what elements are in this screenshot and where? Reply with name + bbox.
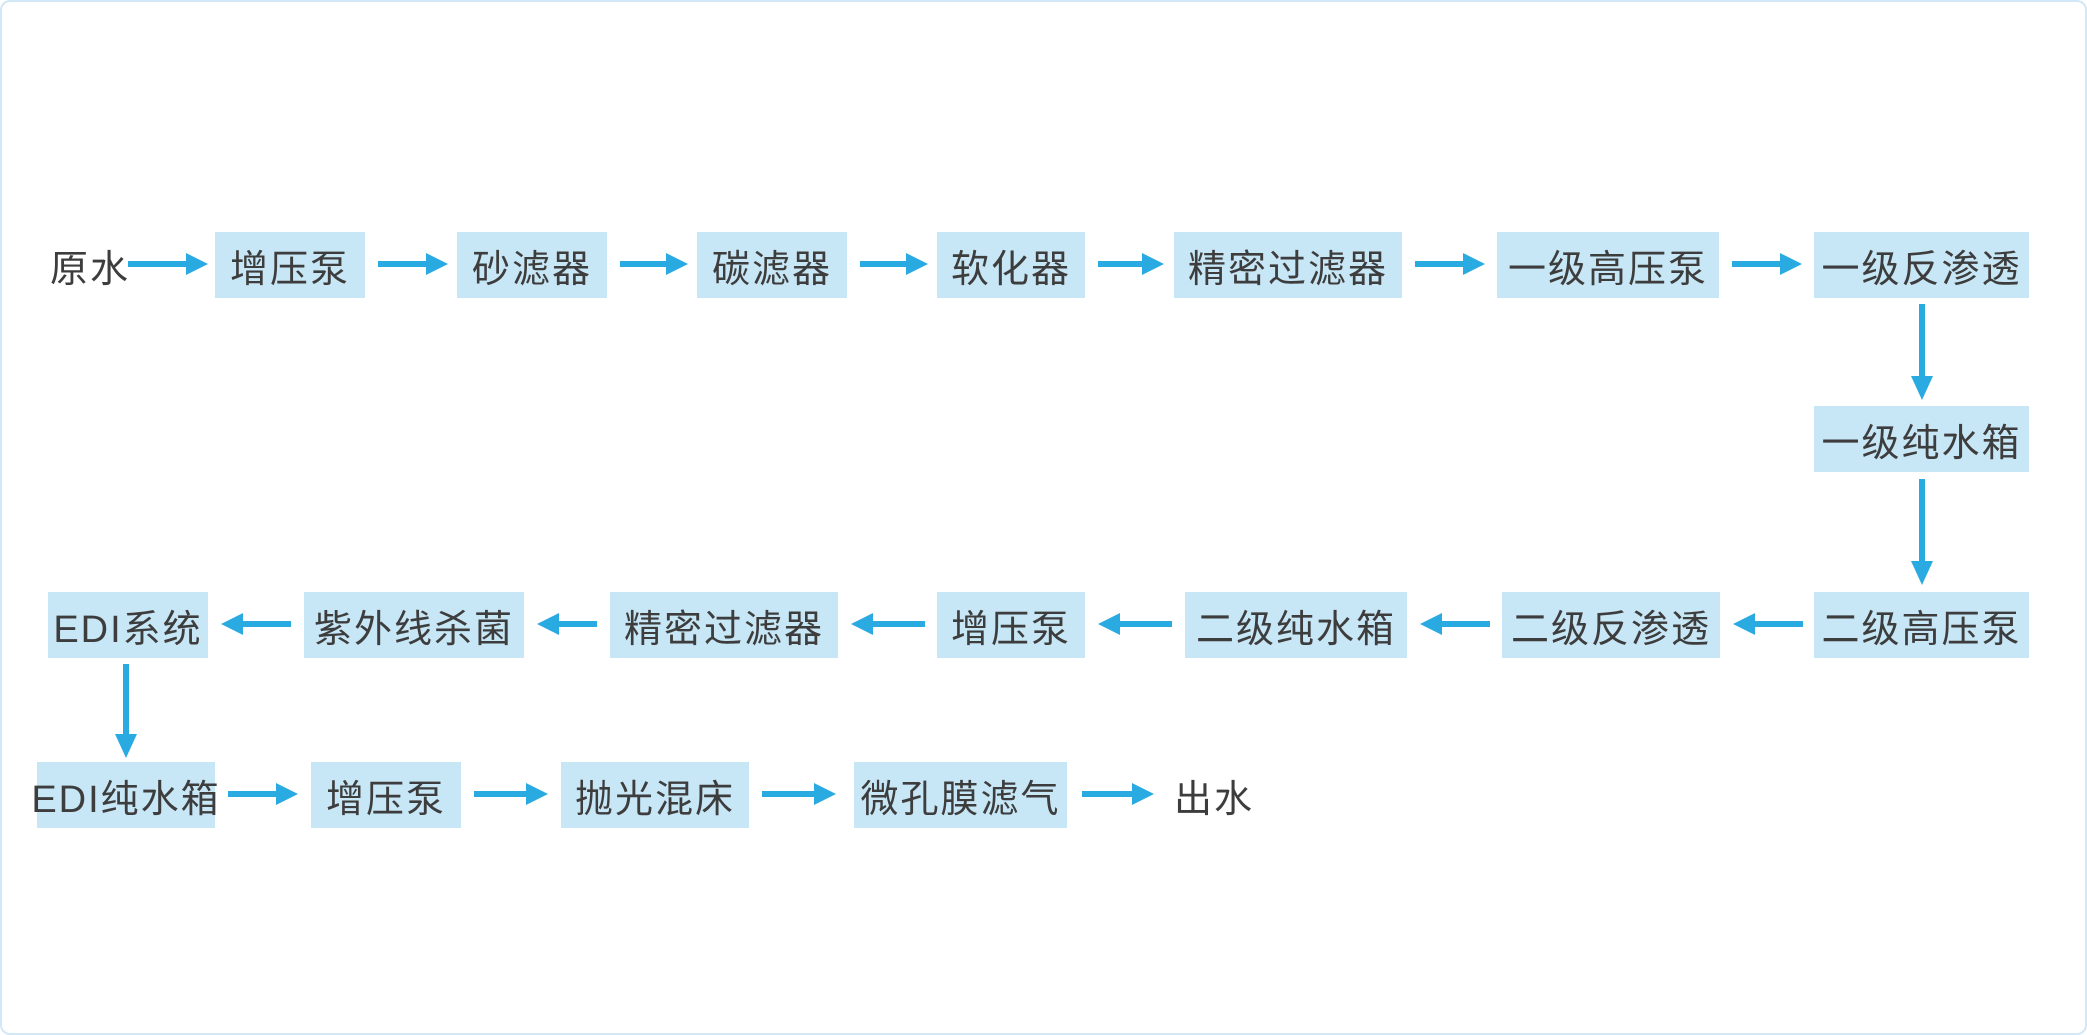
node-softener: 软化器	[937, 232, 1085, 298]
node-stage2-high-pressure-pump: 二级高压泵	[1814, 592, 2029, 658]
arrow-booster-pump-2-to-precision-filter-2	[851, 613, 925, 635]
node-precision-filter-2: 精密过滤器	[610, 592, 838, 658]
node-carbon-filter: 碳滤器	[697, 232, 847, 298]
node-stage1-high-pressure-pump: 一级高压泵	[1497, 232, 1719, 298]
arrow-softener-to-precision-filter-1	[1098, 253, 1164, 275]
arrow-stage2-hp-pump-to-stage2-ro	[1733, 613, 1803, 635]
node-outlet-water: 出水	[1174, 778, 1255, 821]
node-stage1-reverse-osmosis: 一级反渗透	[1814, 232, 2029, 298]
node-booster-pump-3: 增压泵	[311, 762, 461, 828]
arrow-membrane-filter-to-outlet	[1082, 783, 1154, 805]
arrow-stage2-ro-to-stage2-tank	[1420, 613, 1490, 635]
arrow-booster-pump-3-to-polishing-mixed-bed	[474, 783, 548, 805]
node-booster-pump-2: 增压泵	[937, 592, 1085, 658]
arrow-polishing-mixed-bed-to-membrane-filter	[762, 783, 836, 805]
node-raw-water: 原水	[50, 248, 131, 291]
arrow-raw-water-to-booster-pump-1	[128, 253, 208, 275]
node-booster-pump-1: 增压泵	[215, 232, 365, 298]
arrow-stage1-tank-to-stage2-hp-pump	[1911, 479, 1933, 585]
arrow-edi-tank-to-booster-pump-3	[228, 783, 298, 805]
node-microporous-membrane-filter: 微孔膜滤气	[854, 762, 1067, 828]
node-stage2-reverse-osmosis: 二级反渗透	[1502, 592, 1720, 658]
node-stage1-pure-water-tank: 一级纯水箱	[1814, 406, 2029, 472]
arrow-carbon-filter-to-softener	[860, 253, 928, 275]
node-precision-filter-1: 精密过滤器	[1174, 232, 1402, 298]
arrow-sand-filter-to-carbon-filter	[620, 253, 688, 275]
arrow-edi-system-to-edi-tank	[115, 664, 137, 758]
arrow-stage1-ro-to-stage1-tank	[1911, 304, 1933, 400]
arrow-stage2-tank-to-booster-pump-2	[1098, 613, 1172, 635]
arrow-stage1-hp-pump-to-stage1-ro	[1732, 253, 1802, 275]
node-edi-pure-water-tank: EDI纯水箱	[31, 762, 219, 828]
node-stage2-pure-water-tank: 二级纯水箱	[1185, 592, 1407, 658]
node-edi-system: EDI系统	[48, 592, 208, 658]
arrow-precision-filter-1-to-stage1-hp-pump	[1415, 253, 1485, 275]
node-uv-sterilizer: 紫外线杀菌	[304, 592, 524, 658]
arrow-uv-sterilizer-to-edi-system	[221, 613, 291, 635]
node-sand-filter: 砂滤器	[457, 232, 607, 298]
arrow-precision-filter-2-to-uv-sterilizer	[537, 613, 597, 635]
arrow-booster-pump-1-to-sand-filter	[378, 253, 448, 275]
node-polishing-mixed-bed: 抛光混床	[561, 762, 749, 828]
